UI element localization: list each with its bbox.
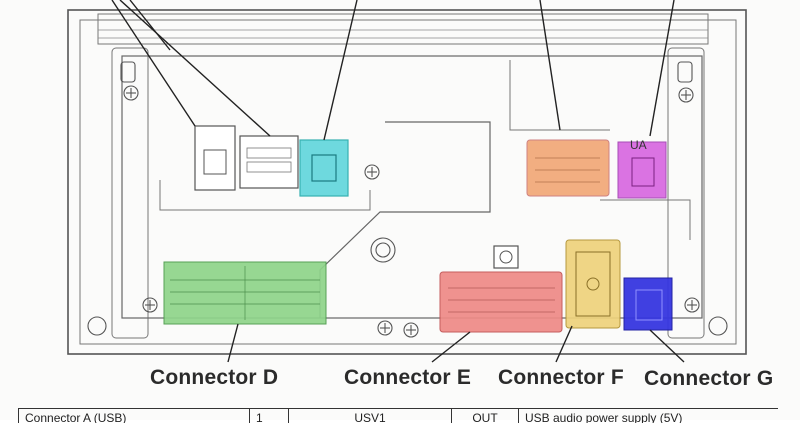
connector-e bbox=[439, 271, 563, 333]
leader-lines bbox=[111, 0, 685, 363]
connector-a-left bbox=[194, 125, 236, 191]
table-cell: OUT bbox=[451, 409, 518, 423]
label-connector-e: Connector E bbox=[344, 366, 472, 389]
connector-g bbox=[623, 277, 673, 331]
label-connector-f: Connector F bbox=[498, 366, 624, 389]
connector-f bbox=[565, 239, 621, 329]
housing bbox=[121, 55, 703, 319]
antenna-jack bbox=[493, 245, 519, 269]
left-bracket bbox=[111, 47, 149, 339]
table-cell: Connector A (USB) bbox=[18, 409, 249, 423]
connector-magenta bbox=[617, 141, 667, 199]
outer-frame bbox=[67, 9, 747, 355]
connector-orange bbox=[526, 139, 610, 197]
connector-cyan bbox=[299, 139, 349, 197]
top-rail bbox=[97, 13, 709, 45]
right-bracket bbox=[667, 47, 705, 339]
label-connector-g: Connector G bbox=[644, 367, 774, 390]
pin-table-row: Connector A (USB) 1 USV1 OUT USB audio p… bbox=[18, 408, 778, 423]
table-cell: 1 bbox=[249, 409, 288, 423]
inner-frame bbox=[79, 19, 737, 345]
label-connector-d: Connector D bbox=[150, 366, 279, 389]
screws bbox=[87, 61, 728, 338]
table-cell: USV1 bbox=[288, 409, 451, 423]
table-cell: USB audio power supply (5V) bbox=[518, 409, 778, 423]
ua-mark: UA bbox=[630, 138, 647, 152]
